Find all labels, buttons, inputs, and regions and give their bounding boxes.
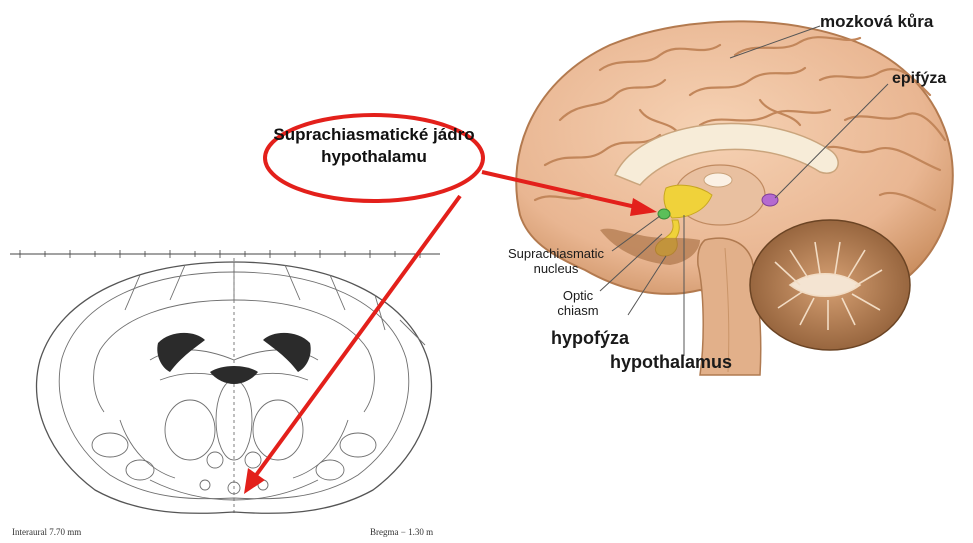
atlas-interaural-caption: Interaural 7.70 mm [12,527,81,537]
label-hypothalamus: hypothalamus [610,352,732,373]
coronal-atlas-section [10,250,440,515]
scn-nucleus [658,209,670,219]
label-pineal: epifýza [892,70,946,88]
atlas-ventricles [157,333,310,384]
label-scn: Suprachiasmatic nucleus [496,246,616,276]
pineal-gland [762,194,778,206]
atlas-bregma-caption: Bregma − 1.30 m [370,527,433,537]
label-pituitary: hypofýza [551,328,629,349]
label-cortex: mozková kůra [820,12,933,32]
sagittal-brain-illustration [516,21,953,375]
label-optic-chiasm: Optic chiasm [548,288,608,318]
callout-label: Suprachiasmatické jádro hypothalamu [266,124,482,168]
